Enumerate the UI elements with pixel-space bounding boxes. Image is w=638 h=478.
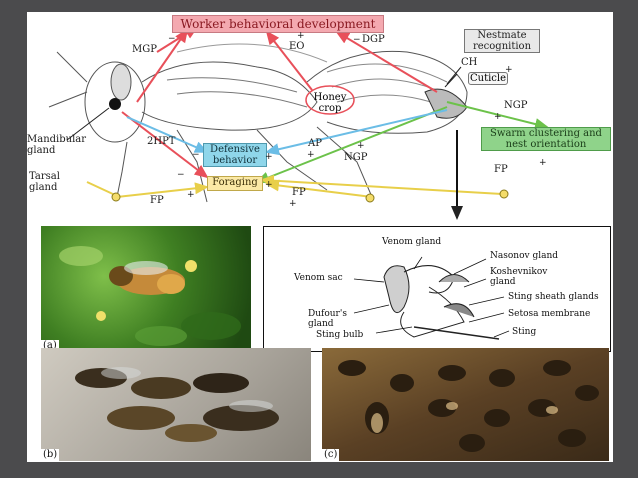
sign-ch: + [505, 65, 513, 75]
label-mgp: MGP [132, 44, 157, 55]
label-venom-sac: Venom sac [294, 273, 343, 283]
label-nasonov-gland: Nasonov gland [490, 251, 559, 261]
blue-arrow-2 [126, 116, 209, 153]
label-dufours-gland: Dufour's gland [308, 309, 347, 329]
sting-apparatus-diagram: Venom gland Nasonov gland Venom sac Kosh… [263, 226, 611, 352]
label-sting-sheath-glands: Sting sheath glands [508, 292, 599, 302]
label-fp-left: FP [150, 195, 164, 206]
sign-foraging-plus: + [265, 180, 273, 190]
red-arrow-2 [136, 28, 189, 103]
sign-fp-left: + [187, 190, 195, 200]
label-sting: Sting [512, 327, 537, 337]
green-arrow-1 [446, 101, 549, 130]
label-setosa-membrane: Setosa membrane [508, 309, 591, 319]
sign-defensive: + [265, 152, 273, 162]
label-mandibular-gland: Mandibular gland [27, 134, 87, 156]
label-venom-gland: Venom gland [382, 237, 442, 247]
red-arrow-3 [265, 30, 313, 91]
yellow-arrow-3 [260, 174, 503, 195]
label-2hpt: 2HPT [147, 136, 176, 147]
bee-outline [48, 43, 468, 203]
nestmate-recognition-box: Nestmate recognition [464, 29, 540, 53]
label-tarsal-gland: Tarsal gland [29, 171, 60, 193]
label-cuticle: Cuticle [468, 72, 508, 85]
label-ngp-right: NGP [504, 100, 528, 111]
blue-arrow-1 [265, 109, 448, 156]
sign-eo: + [297, 31, 305, 41]
fp-gland-dot-mid [365, 193, 375, 203]
fp-gland-dot-right [499, 189, 509, 199]
label-honey-crop: Honey crop [313, 92, 347, 114]
foraging-box: Foraging [207, 176, 263, 191]
defensive-behavior-box: Defensive behavior [203, 143, 267, 167]
photo-c-bee-cluster: (c) [322, 348, 609, 461]
yellow-arrow-2 [265, 179, 373, 198]
label-fp-right: FP [494, 164, 508, 175]
label-koshevnikov-gland: Koshevnikov gland [490, 267, 548, 287]
title-box: Worker behavioral development [172, 15, 384, 33]
sign-foraging-minus: − [177, 170, 185, 180]
red-arrow-4 [335, 30, 438, 93]
label-ch: CH [461, 57, 478, 68]
head-gland-dot [109, 98, 121, 110]
sign-fp-right: + [539, 158, 547, 168]
label-fp-mid: FP [292, 187, 306, 198]
honey-crop-outline [305, 85, 355, 115]
label-ngp-mid: NGP [344, 152, 368, 163]
sign-ngp-right: + [494, 112, 502, 122]
sign-fp-mid: + [289, 199, 297, 209]
sign-mgp: − [168, 34, 176, 44]
photo-a-bee-on-flowers: (a) [41, 226, 251, 352]
caption-b: (b) [41, 449, 60, 461]
yellow-arrow-4 [86, 181, 116, 196]
label-dgp: DGP [362, 34, 385, 45]
tarsal-gland-dot [111, 192, 121, 202]
label-ap: AP [308, 138, 322, 149]
bee-anatomy-diagram [48, 25, 549, 220]
red-arrow-5 [121, 111, 209, 179]
sign-2hpt: − [192, 150, 200, 160]
green-arrow-2 [255, 106, 448, 184]
yellow-arrow-1 [116, 182, 209, 198]
sign-ap: + [307, 150, 315, 160]
label-eo: EO [289, 41, 305, 52]
photo-b-bees-on-wood: (b) [41, 348, 311, 461]
caption-c: (c) [322, 449, 340, 461]
label-sting-bulb: Sting bulb [316, 330, 364, 340]
figure-panel: Worker behavioral development Nestmate r… [27, 12, 613, 462]
swarm-clustering-box: Swarm clustering and nest orientation [481, 127, 611, 151]
sign-dgp: − [353, 35, 361, 45]
sign-ngp-mid: + [357, 141, 365, 151]
